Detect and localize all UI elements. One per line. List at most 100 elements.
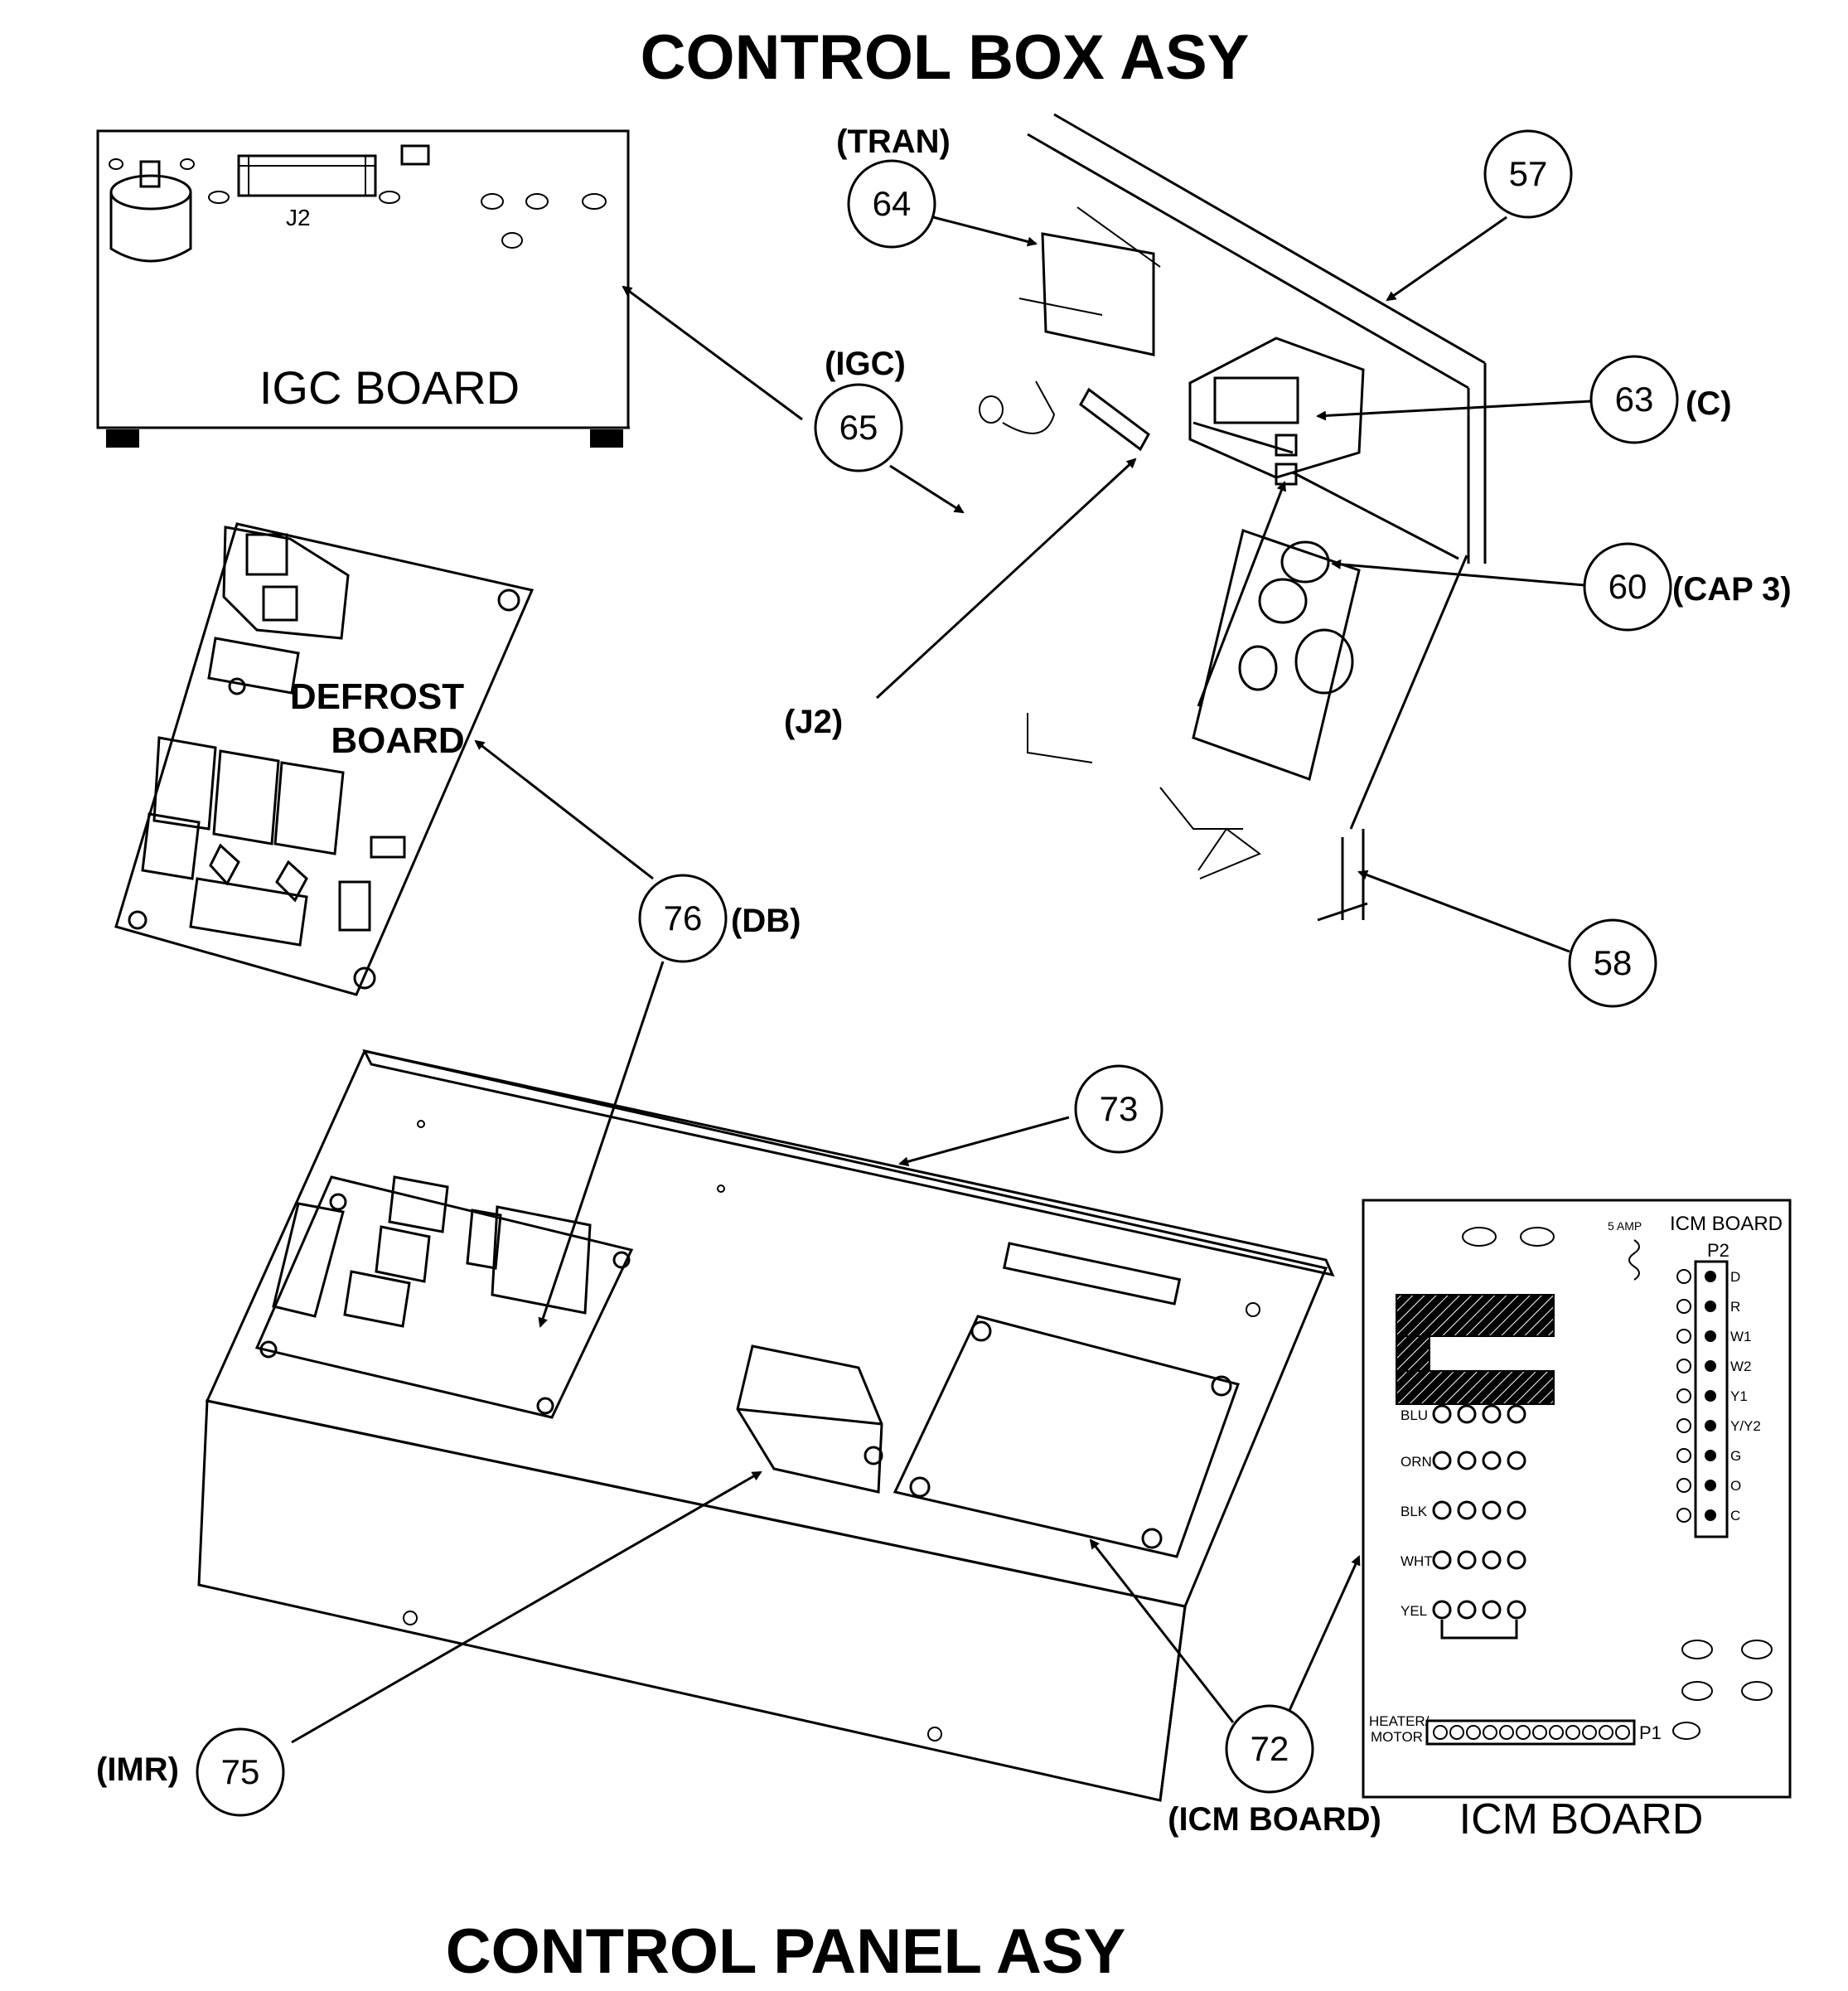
callout-75: 75 (IMR) [96, 1727, 285, 1817]
icm-terminal [1507, 1500, 1526, 1520]
icm-row-label: BLU [1401, 1407, 1428, 1423]
callout-65-number: 65 [839, 408, 878, 447]
icm-terminal [1432, 1451, 1452, 1470]
defrost-board-label-line1: DEFROST [290, 676, 464, 717]
p2-pin [1676, 1299, 1691, 1314]
icm-row-label: ORN [1401, 1454, 1432, 1470]
icm-terminal [1482, 1600, 1502, 1620]
icm-terminal [1482, 1451, 1502, 1470]
p2-pin-label: Y/Y2 [1730, 1418, 1761, 1434]
p2-pin [1676, 1418, 1691, 1433]
leader-lines [291, 216, 1592, 1744]
p2-pin [1676, 1359, 1691, 1373]
icm-p1-label: P1 [1639, 1722, 1662, 1743]
p2-pin-label: W2 [1730, 1359, 1752, 1374]
callout-63-number: 63 [1615, 380, 1654, 419]
icm-board-label: ICM BOARD [1459, 1795, 1704, 1843]
p2-pin-label: W1 [1730, 1329, 1752, 1344]
p2-pin-dot [1705, 1301, 1716, 1312]
callout-65: 65 (IGC) [814, 346, 906, 472]
icm-terminal [1432, 1500, 1452, 1520]
p1-pin [1499, 1725, 1514, 1740]
icm-row-label: WHT [1401, 1553, 1433, 1569]
icm-terminal [1457, 1451, 1477, 1470]
p2-pin [1676, 1329, 1691, 1344]
icm-p2-label: P2 [1707, 1240, 1729, 1261]
p2-pin [1676, 1478, 1691, 1493]
igc-board: J2 IGC BOARD [96, 129, 630, 448]
control-panel [197, 1049, 1335, 1802]
callout-58-number: 58 [1594, 943, 1633, 982]
p1-pin [1582, 1725, 1597, 1740]
callout-63: 63 (C) [1589, 355, 1732, 444]
p1-pin [1483, 1725, 1497, 1740]
p2-pin-dot [1705, 1450, 1716, 1461]
callout-60-tag: (CAP 3) [1672, 571, 1792, 608]
p2-pin-dot [1705, 1271, 1716, 1282]
icm-terminal [1482, 1550, 1502, 1570]
callout-64: 64 (TRAN) [836, 124, 951, 249]
callout-65-tag: (IGC) [825, 346, 906, 382]
p2-pin-dot [1705, 1390, 1716, 1402]
p1-pin [1599, 1725, 1613, 1740]
p2-pin-dot [1705, 1420, 1716, 1431]
icm-fuse-label: 5 AMP [1608, 1219, 1642, 1233]
p2-pin-label: C [1730, 1508, 1740, 1524]
igc-board-label: IGC BOARD [259, 361, 520, 414]
icm-terminal [1507, 1404, 1526, 1424]
icm-header-label: ICM BOARD [1670, 1213, 1783, 1235]
callout-76-number: 76 [664, 899, 703, 937]
callout-73: 73 [1074, 1064, 1163, 1154]
icm-terminal [1482, 1500, 1502, 1520]
p1-pin [1549, 1725, 1564, 1740]
icm-terminal [1457, 1500, 1477, 1520]
p2-pin [1676, 1388, 1691, 1403]
title-control-box: CONTROL BOX ASY [641, 22, 1250, 93]
p2-pin-label: D [1730, 1269, 1740, 1285]
p1-pin [1466, 1725, 1481, 1740]
p2-pin [1676, 1448, 1691, 1463]
p2-pin [1676, 1269, 1691, 1284]
defrost-board: DEFROST BOARD [114, 522, 535, 996]
callout-60: 60 (CAP 3) [1583, 542, 1792, 632]
callout-75-number: 75 [221, 1752, 260, 1791]
p1-pin [1449, 1725, 1464, 1740]
defrost-board-label-line2: BOARD [331, 720, 464, 761]
p2-pin [1676, 1508, 1691, 1523]
icm-terminal [1457, 1550, 1477, 1570]
icm-terminal [1482, 1404, 1502, 1424]
icm-terminal [1432, 1600, 1452, 1620]
callout-57-number: 57 [1509, 154, 1548, 193]
icm-row-label: BLK [1401, 1504, 1428, 1519]
icm-terminal [1507, 1550, 1526, 1570]
p2-pin-dot [1705, 1360, 1716, 1372]
p2-pin-label: Y1 [1730, 1388, 1748, 1404]
j2-harness-label: (J2) [784, 704, 843, 740]
icm-heater-label-1: HEATER/ [1369, 1713, 1430, 1729]
p2-pin-dot [1705, 1480, 1716, 1491]
callout-76: 76 (DB) [638, 874, 801, 963]
p1-pin [1433, 1725, 1448, 1740]
callout-57: 57 [1483, 129, 1573, 219]
title-control-panel: CONTROL PANEL ASY [446, 1916, 1126, 1987]
p2-pin-label: O [1730, 1478, 1741, 1494]
icm-terminal [1457, 1600, 1477, 1620]
callout-72-number: 72 [1251, 1729, 1289, 1768]
icm-terminal [1432, 1404, 1452, 1424]
callout-63-tag: (C) [1686, 385, 1732, 422]
callout-72: 72 (ICM BOARD) [1168, 1704, 1381, 1838]
p1-pin [1532, 1725, 1547, 1740]
p1-pin [1516, 1725, 1531, 1740]
p2-pin-dot [1705, 1330, 1716, 1342]
callout-72-tag: (ICM BOARD) [1168, 1801, 1381, 1838]
yel-jumper [1440, 1620, 1518, 1640]
icm-heater-label-2: MOTOR [1371, 1729, 1423, 1745]
callout-64-number: 64 [873, 184, 912, 223]
p2-pin-label: G [1730, 1448, 1741, 1464]
callout-60-number: 60 [1609, 567, 1647, 606]
p1-pin [1565, 1725, 1580, 1740]
p1-pin [1615, 1725, 1630, 1740]
icm-terminal [1432, 1550, 1452, 1570]
callout-58: 58 [1568, 918, 1657, 1008]
